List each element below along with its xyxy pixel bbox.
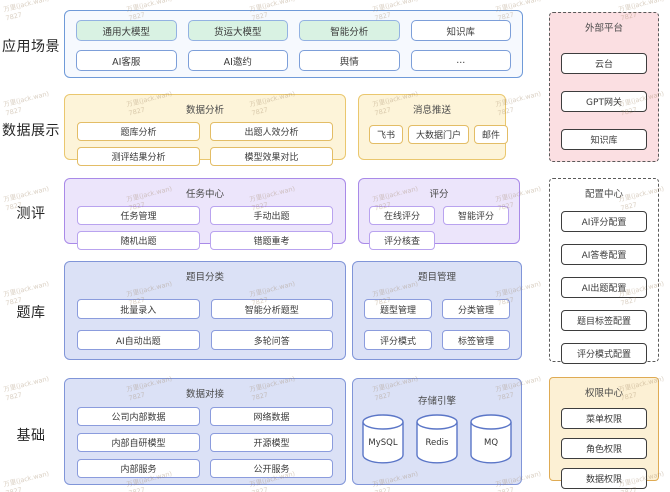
item-box: 评分模式 (364, 330, 432, 350)
item-box: 内部服务 (77, 459, 200, 478)
panel-question-management: 题目管理 题型管理 分类管理 评分模式 标签管理 (352, 261, 522, 360)
layer-label-question-bank: 题库 (16, 305, 46, 321)
item-box: AI出题配置 (561, 277, 647, 298)
item-box: 多轮问答 (210, 330, 333, 350)
layer-label-foundation: 基础 (16, 428, 46, 444)
layer-label-app-scenarios: 应用场景 (2, 39, 60, 55)
watermark-text: 万里(jack.wan) 7827 (2, 0, 50, 23)
item-box: 云台 (561, 53, 647, 74)
item-box: AI评分配置 (561, 211, 647, 232)
panel-title: 评分 (429, 189, 449, 200)
layer-label-data-display: 数据展示 (2, 123, 60, 139)
item-box: 出题人效分析 (210, 122, 333, 141)
item-box: AI邀约 (187, 50, 288, 71)
item-box: AI自动出题 (77, 330, 200, 350)
item-box: 邮件 (474, 125, 509, 144)
layer-label-evaluation: 测评 (16, 206, 46, 222)
panel-title: 题目分类 (185, 272, 224, 283)
item-box: 公司内部数据 (77, 407, 200, 426)
panel-title: 消息推送 (412, 105, 451, 116)
item-box: 标签管理 (442, 330, 510, 350)
item-box: 智能分析 (299, 20, 400, 41)
panel-title: 题目管理 (417, 272, 456, 283)
item-box: 角色权限 (561, 438, 647, 459)
item-box: 知识库 (561, 129, 647, 150)
panel-question-category: 题目分类 批量录入 智能分析题型 AI自动出题 多轮问答 (64, 261, 346, 360)
panel-scoring: 评分 在线评分 智能评分 评分核查 (358, 178, 520, 250)
item-box: 舆情 (299, 50, 400, 71)
item-box: 题库分析 (77, 122, 200, 141)
item-box: 知识库 (410, 20, 511, 41)
panel-permission-center: 权限中心 菜单权限 角色权限 数据权限 (549, 377, 659, 489)
item-box: 任务管理 (77, 206, 200, 225)
item-box: 智能评分 (443, 206, 509, 225)
item-box: 分类管理 (442, 299, 510, 319)
cylinder-icon (416, 414, 458, 464)
item-box: 内部自研模型 (77, 433, 200, 452)
item-box: 错题重考 (210, 231, 333, 250)
item-box: 数据权限 (561, 468, 647, 489)
item-box: ... (410, 50, 511, 71)
item-box: 手动出题 (210, 206, 333, 225)
item-box: 随机出题 (77, 231, 200, 250)
panel-data-integration: 数据对接 公司内部数据 网络数据 内部自研模型 开源模型 内部服务 公开服务 (64, 378, 346, 485)
item-box: AI答卷配置 (561, 244, 647, 265)
panel-title: 存储引擎 (417, 396, 456, 407)
panel-title: 数据对接 (185, 389, 224, 400)
item-box: 评分核查 (369, 231, 435, 250)
cylinder-icon (362, 414, 404, 464)
panel-task-center: 任务中心 任务管理 手动出题 随机出题 错题重考 (64, 178, 346, 250)
panel-title: 外部平台 (584, 23, 623, 34)
item-box: 通用大模型 (76, 20, 177, 41)
panel-message-push: 消息推送 飞书 大数据门户 邮件 (358, 94, 509, 160)
panel-external-platform: 外部平台 云台 GPT网关 知识库 (549, 12, 659, 162)
item-box: 在线评分 (369, 206, 435, 225)
item-box: 测评结果分析 (77, 147, 200, 166)
panel-title: 配置中心 (584, 189, 623, 200)
watermark-text: 万里(jack.wan) 7827 (2, 89, 50, 118)
cylinder-label: MySQL (368, 438, 398, 448)
item-box: 开源模型 (210, 433, 333, 452)
item-box: 大数据门户 (408, 125, 470, 144)
panel-config-center: 配置中心 AI评分配置 AI答卷配置 AI出题配置 题目标签配置 评分模式配置 (549, 178, 659, 364)
item-box: 菜单权限 (561, 408, 647, 429)
item-box: 模型效果对比 (210, 147, 333, 166)
panel-title: 任务中心 (185, 189, 224, 200)
database-cylinder-mysql: MySQL (361, 413, 405, 465)
item-box: GPT网关 (561, 91, 647, 112)
item-box: 评分模式配置 (561, 343, 647, 364)
item-box: 题型管理 (364, 299, 432, 319)
database-cylinder-mq: MQ (469, 413, 513, 465)
item-box: AI客服 (76, 50, 177, 71)
database-cylinder-redis: Redis (415, 413, 459, 465)
cylinder-icon (470, 414, 512, 464)
item-box: 飞书 (369, 125, 404, 144)
item-box: 网络数据 (210, 407, 333, 426)
watermark-text: 万里(jack.wan) 7827 (2, 469, 50, 492)
panel-title: 权限中心 (584, 388, 623, 399)
item-box: 智能分析题型 (210, 299, 333, 319)
cylinder-label: Redis (425, 438, 449, 448)
item-box: 题目标签配置 (561, 310, 647, 331)
watermark-text: 万里(jack.wan) 7827 (2, 374, 50, 403)
panel-storage-engine: 存储引擎 MySQL Redis (352, 378, 522, 485)
cylinder-label: MQ (483, 438, 499, 448)
item-box: 批量录入 (77, 299, 200, 319)
panel-data-analysis: 数据分析 题库分析 出题人效分析 测评结果分析 模型效果对比 (64, 94, 346, 166)
item-box: 货运大模型 (187, 20, 288, 41)
panel-app-scenarios: 通用大模型 货运大模型 智能分析 知识库 AI客服 AI邀约 舆情 ... (64, 10, 523, 78)
panel-title: 数据分析 (185, 105, 224, 116)
item-box: 公开服务 (210, 459, 333, 478)
